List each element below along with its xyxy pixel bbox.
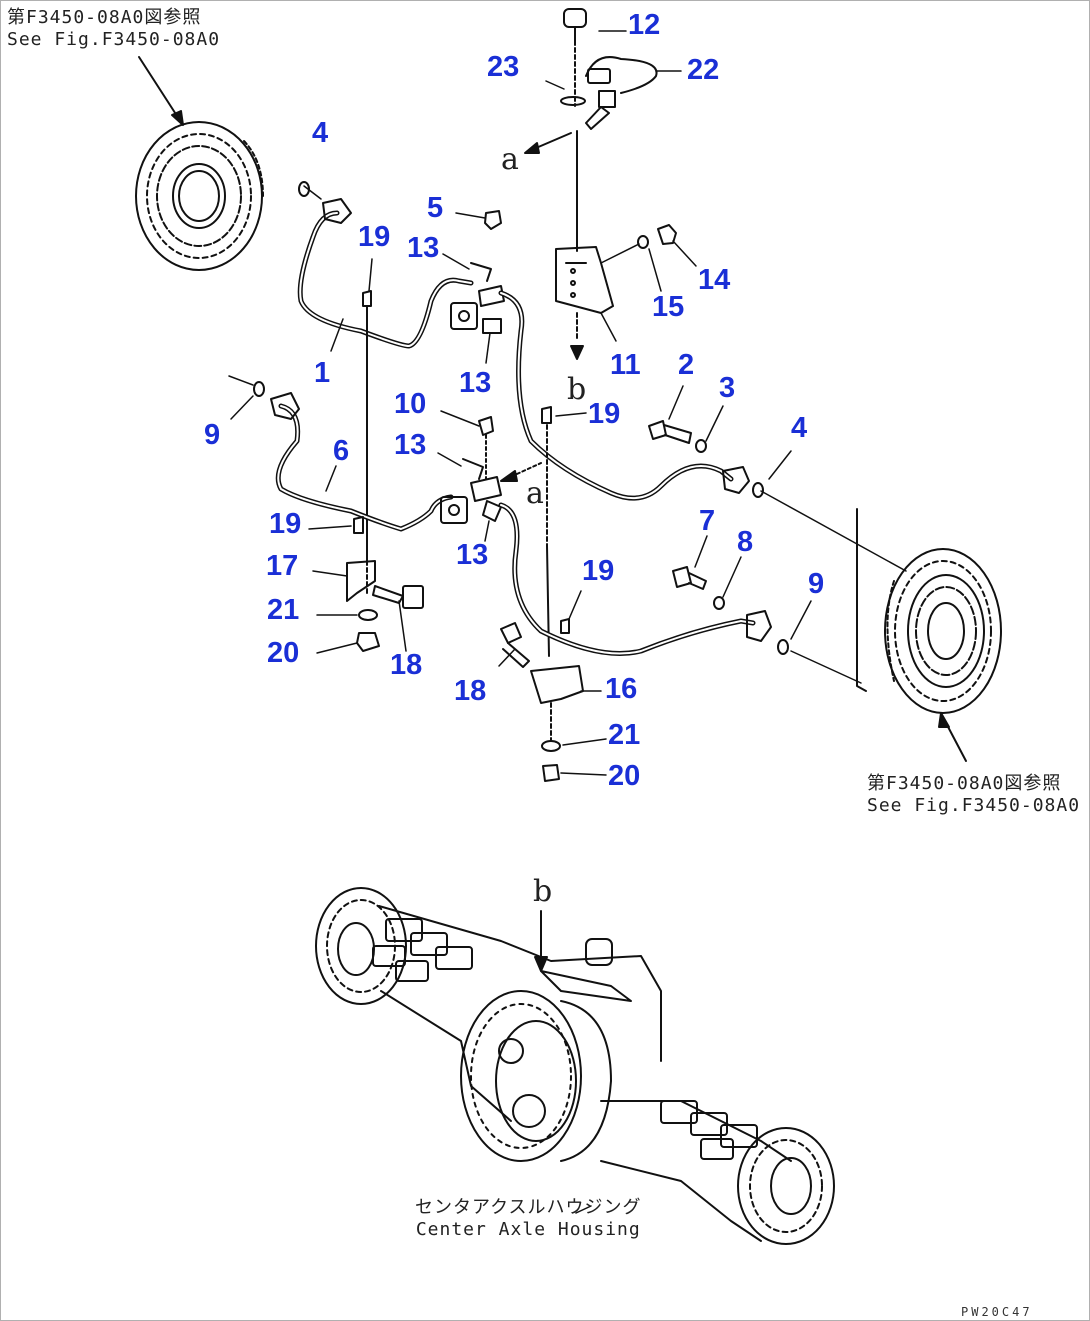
- callout-21[interactable]: 21: [608, 719, 641, 751]
- ref-arrow-top-left: [138, 56, 184, 126]
- callout-13[interactable]: 13: [394, 429, 427, 461]
- callout-21[interactable]: 21: [267, 594, 300, 626]
- bracket-16-group: [498, 590, 607, 782]
- callout-19[interactable]: 19: [588, 398, 621, 430]
- callout-13[interactable]: 13: [456, 539, 489, 571]
- view-letter-a-lower: a: [526, 476, 544, 511]
- view-letter-b-upper: b: [567, 372, 587, 407]
- callout-7[interactable]: 7: [699, 505, 716, 537]
- callout-6[interactable]: 6: [333, 435, 350, 467]
- view-letter-a-upper: a: [501, 142, 519, 177]
- housing-label-en: Center Axle Housing: [415, 1219, 641, 1240]
- callout-9[interactable]: 9: [808, 568, 825, 600]
- callout-18[interactable]: 18: [454, 675, 487, 707]
- view-letter-b-lower: b: [533, 874, 553, 909]
- bolt-7-washer-8: [672, 535, 742, 610]
- reference-jp-top-left: 第F3450-08A0図参照: [7, 7, 202, 28]
- reference-jp-bottom-right: 第F3450-08A0図参照: [867, 773, 1062, 794]
- callout-13[interactable]: 13: [459, 367, 492, 399]
- callout-4[interactable]: 4: [312, 117, 329, 149]
- callout-17[interactable]: 17: [266, 550, 299, 582]
- reference-en-top-left: See Fig.F3450-08A0: [7, 29, 221, 50]
- reference-note-top-left: 第F3450-08A0図参照 See Fig.F3450-08A0: [7, 7, 220, 51]
- callout-22[interactable]: 22: [687, 54, 720, 86]
- connector-cap-assembly: [524, 8, 682, 252]
- callout-11[interactable]: 11: [610, 349, 641, 381]
- bracket-11: [555, 224, 697, 360]
- bracket-17-group: [308, 516, 424, 654]
- manifold-block-upper: [442, 253, 750, 501]
- clip-19-b: [541, 406, 587, 657]
- drawing-code: PW20C47: [961, 1305, 1033, 1319]
- clip-and-rod: [362, 258, 373, 597]
- callout-20[interactable]: 20: [608, 760, 641, 792]
- callout-19[interactable]: 19: [269, 508, 302, 540]
- brake-disc-left: [135, 121, 264, 271]
- callout-14[interactable]: 14: [698, 264, 731, 296]
- reference-en-bottom-right: See Fig.F3450-08A0: [867, 795, 1081, 816]
- callout-20[interactable]: 20: [267, 637, 300, 669]
- callout-3[interactable]: 3: [719, 372, 736, 404]
- callout-10[interactable]: 10: [394, 388, 427, 420]
- callout-19[interactable]: 19: [358, 221, 391, 253]
- ref-arrow-bottom-right: [938, 712, 967, 762]
- center-axle-housing: [315, 887, 835, 1245]
- callout-15[interactable]: 15: [652, 291, 685, 323]
- bolt-2-washer-3: [648, 385, 724, 453]
- callout-2[interactable]: 2: [678, 349, 695, 381]
- callout-18[interactable]: 18: [390, 649, 423, 681]
- housing-label-jp: センタアクスルハウジング: [415, 1197, 642, 1218]
- brake-disc-right: [752, 450, 1002, 714]
- manifold-block-lower: [437, 410, 772, 656]
- housing-label: センタアクスルハウジング Center Axle Housing: [415, 1197, 642, 1241]
- callout-16[interactable]: 16: [605, 673, 638, 705]
- callout-8[interactable]: 8: [737, 526, 754, 558]
- callout-1[interactable]: 1: [314, 357, 331, 389]
- callout-13[interactable]: 13: [407, 232, 440, 264]
- reference-note-bottom-right: 第F3450-08A0図参照 See Fig.F3450-08A0: [867, 773, 1080, 817]
- callout-5[interactable]: 5: [427, 192, 444, 224]
- callout-4[interactable]: 4: [791, 412, 808, 444]
- bleeder-5: [455, 210, 502, 230]
- callout-23[interactable]: 23: [487, 51, 520, 83]
- callout-9[interactable]: 9: [204, 419, 221, 451]
- brake-tube-1: [297, 181, 474, 352]
- callout-19[interactable]: 19: [582, 555, 615, 587]
- brake-tube-6: [228, 375, 454, 532]
- callout-12[interactable]: 12: [628, 9, 661, 41]
